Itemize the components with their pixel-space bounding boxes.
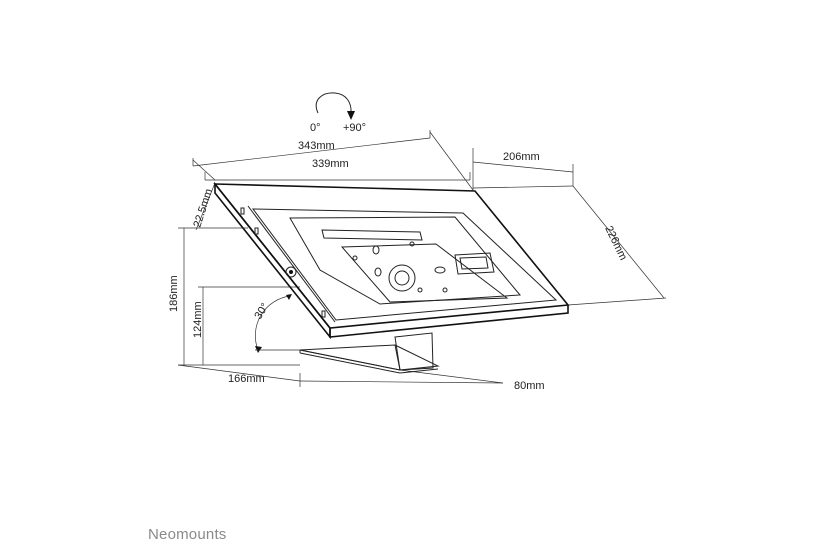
base-length-label: 166mm — [228, 373, 265, 385]
brand-logo-text: Neomounts — [148, 526, 227, 543]
tablet-enclosure — [213, 181, 570, 340]
vertical-dimension-lines — [178, 228, 300, 366]
mounting-plate — [321, 229, 509, 303]
tilt-angle-arc — [254, 294, 300, 353]
height-side-label: 226mm — [602, 224, 629, 262]
rotation-arrow-icon — [315, 92, 355, 120]
depth-top-label: 206mm — [503, 151, 540, 163]
thickness-dimension-lines — [178, 182, 248, 231]
base-dimension-lines — [177, 364, 504, 387]
thickness-label: 22.5mm — [191, 187, 215, 229]
width-dimension-lines — [192, 130, 474, 191]
tilt-angle-label: 30° — [252, 301, 271, 321]
height-total-label: 186mm — [168, 275, 180, 312]
width-inner-label: 339mm — [312, 158, 349, 170]
base-width-label: 80mm — [514, 380, 545, 392]
side-height-dimension-lines — [567, 185, 667, 306]
height-pivot-label: 124mm — [192, 301, 204, 338]
stand-base — [299, 332, 440, 374]
rotation-end-label: +90° — [343, 122, 366, 134]
depth-dimension-lines — [472, 148, 574, 190]
rotation-start-label: 0° — [310, 122, 321, 134]
width-outer-label: 343mm — [298, 140, 335, 152]
